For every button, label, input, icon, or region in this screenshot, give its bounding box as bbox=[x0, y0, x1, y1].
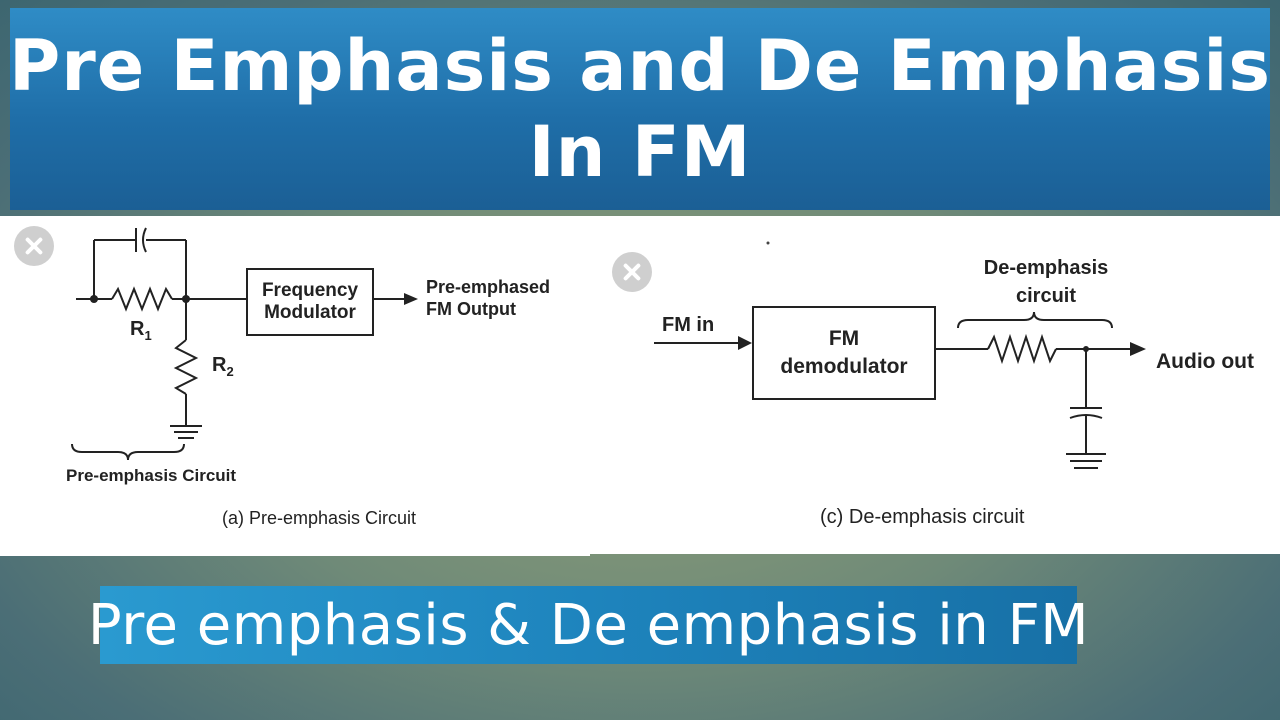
r2-resistor bbox=[173, 339, 199, 395]
modulator-label-line1: Frequency bbox=[261, 280, 359, 301]
pre-emphasis-schematic bbox=[71, 227, 418, 461]
de-emphasis-resistor bbox=[987, 333, 1057, 365]
de-emphasis-circuit-label: De-emphasis circuit bbox=[966, 254, 1126, 310]
audio-out-label: Audio out bbox=[1156, 350, 1254, 373]
circuit-line2: circuit bbox=[1015, 285, 1077, 307]
pre-emphasis-panel: Frequency Modulator Pre-emphased FM Outp… bbox=[0, 216, 590, 556]
close-icon[interactable] bbox=[612, 252, 652, 292]
pre-emphasis-circuit-label: Pre-emphasis Circuit bbox=[66, 466, 237, 485]
de-emphasis-caption: (c) De-emphasis circuit bbox=[820, 506, 1025, 528]
output-line1: Pre-emphased bbox=[426, 277, 551, 297]
r2-letter: R bbox=[212, 354, 227, 376]
r2-label: R2 bbox=[212, 354, 234, 379]
title-line-1: Pre Emphasis and De Emphasis bbox=[8, 25, 1272, 107]
title-banner: Pre Emphasis and De Emphasis In FM bbox=[8, 8, 1272, 210]
demod-line2: demodulator bbox=[780, 355, 908, 378]
r1-label: R1 bbox=[130, 318, 152, 343]
title-line-2: In FM bbox=[528, 111, 752, 193]
subtitle-banner: Pre emphasis & De emphasis in FM bbox=[88, 586, 1089, 664]
pre-emphased-output-label: Pre-emphased FM Output bbox=[426, 276, 550, 320]
frequency-modulator-box: Frequency Modulator bbox=[246, 268, 374, 336]
fm-demodulator-box: FM demodulator bbox=[752, 306, 936, 400]
r1-letter: R bbox=[130, 318, 145, 340]
output-line2: FM Output bbox=[426, 299, 516, 319]
r1-resistor bbox=[111, 286, 173, 312]
subtitle-text: Pre emphasis & De emphasis in FM bbox=[87, 592, 1090, 658]
close-icon[interactable] bbox=[14, 226, 54, 266]
demod-line1: FM bbox=[828, 327, 860, 350]
fm-in-label: FM in bbox=[662, 314, 715, 336]
circuit-line1: De-emphasis bbox=[983, 257, 1109, 279]
r2-subscript: 2 bbox=[226, 364, 234, 379]
r1-subscript: 1 bbox=[144, 328, 152, 343]
de-emphasis-schematic bbox=[654, 241, 1146, 469]
de-emphasis-panel: FM demodulator FM in De-emphasis circuit… bbox=[590, 216, 1280, 554]
modulator-label-line2: Modulator bbox=[264, 302, 356, 323]
pre-emphasis-caption: (a) Pre-emphasis Circuit bbox=[222, 508, 417, 528]
